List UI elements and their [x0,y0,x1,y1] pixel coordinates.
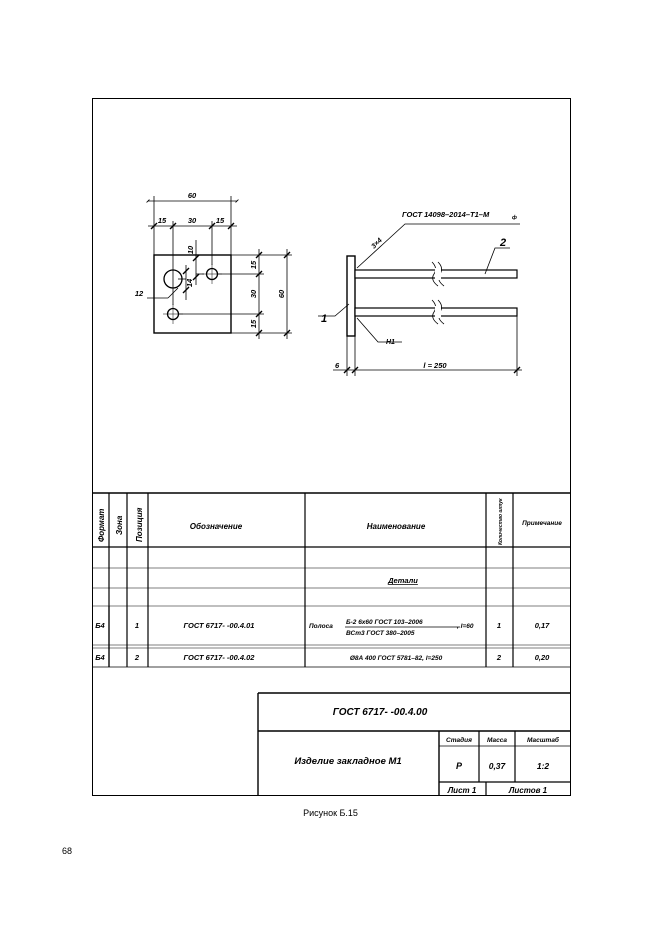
row1-quantity: 1 [497,621,501,630]
dim-hole-spacing-h: 30 [188,216,197,225]
row1-note: 0,17 [535,621,550,630]
row1-name-fraction-top: Б-2 6х60 ГОСТ 103–2006 [346,619,423,626]
header-format: Формат [97,509,106,542]
header-name: Наименование [367,522,426,531]
row2-quantity: 2 [496,653,502,662]
plate-side [346,255,356,337]
side-view [318,223,522,376]
header-scale: Масштаб [527,736,560,744]
header-zone: Зона [115,515,124,535]
header-quantity: Количество штук [498,498,504,545]
plate-dimension-labels: 60 15 30 15 10 14 15 30 15 60 12 [135,191,286,328]
header-note: Примечание [522,520,562,527]
dim-thickness: 6 [335,361,340,370]
plate-outline [153,254,232,334]
header-stage: Стадия [446,736,472,744]
drawing-frame [92,98,571,796]
row2-format: Б4 [95,653,105,662]
dim-top-offset: 15 [249,260,258,269]
header-mass: Масса [487,737,507,744]
weld-standard-sub: ф [512,214,517,221]
dim-overall-width: 60 [188,191,197,200]
dim-overall-height: 60 [277,289,286,298]
stage-value: Р [456,761,463,771]
row2-name: Ø8А 400 ГОСТ 5781–82, l=250 [350,655,443,662]
header-designation: Обозначение [190,522,243,531]
dim-right-offset: 15 [216,216,225,225]
sheet-label: Лист 1 [447,786,477,795]
header-position: Позиция [135,507,144,542]
scale-value: 1:2 [537,761,550,771]
document-code: ГОСТ 6717- -00.4.00 [333,707,428,718]
dim-top-hole-offset: 10 [186,245,195,254]
dim-length: l = 250 [423,361,447,370]
title-block-text: ГОСТ 6717- -00.4.00 Изделие закладное М1… [294,707,560,795]
page-number: 68 [62,846,73,856]
dim-bottom-offset: 15 [249,319,258,328]
row1-position: 1 [135,621,139,630]
position-1-label: 1 [321,313,327,325]
row1-name-suffix: , l=60 [456,623,474,630]
row1-name-fraction-bottom: ВСт3 ГОСТ 380–2005 [346,630,415,637]
sheets-label: Листов 1 [508,786,548,795]
weld-symbol: 3×4 [370,237,383,250]
section-title-details: Детали [387,576,418,585]
dim-left-offset: 15 [158,216,167,225]
row1-designation: ГОСТ 6717- -00.4.01 [184,621,255,630]
mass-value: 0,37 [489,761,507,771]
dim-hole-diameter: 12 [135,289,144,298]
plate-view [146,196,292,339]
weld-standard: ГОСТ 14098–2014–Т1–М [402,210,490,219]
side-view-labels: ГОСТ 14098–2014–Т1–М ф 3×4 Н1 1 2 6 l = … [321,210,517,370]
spec-table [92,492,571,668]
position-2-label: 2 [499,237,506,249]
figure-caption: Рисунок Б.15 [303,808,358,818]
title-block [257,692,571,796]
row1-name-prefix: Полоса [309,623,333,630]
document-title: Изделие закладное М1 [294,756,401,767]
weld-n1: Н1 [386,339,395,346]
row1-format: Б4 [95,621,105,630]
dim-hole-spacing-v: 30 [249,289,258,298]
row2-position: 2 [134,653,140,662]
row2-designation: ГОСТ 6717- -00.4.02 [184,653,256,662]
spec-table-text: Формат Зона Позиция Обозначение Наименов… [95,498,562,662]
dim-hole-small: 14 [185,278,194,287]
row2-note: 0,20 [535,653,550,662]
